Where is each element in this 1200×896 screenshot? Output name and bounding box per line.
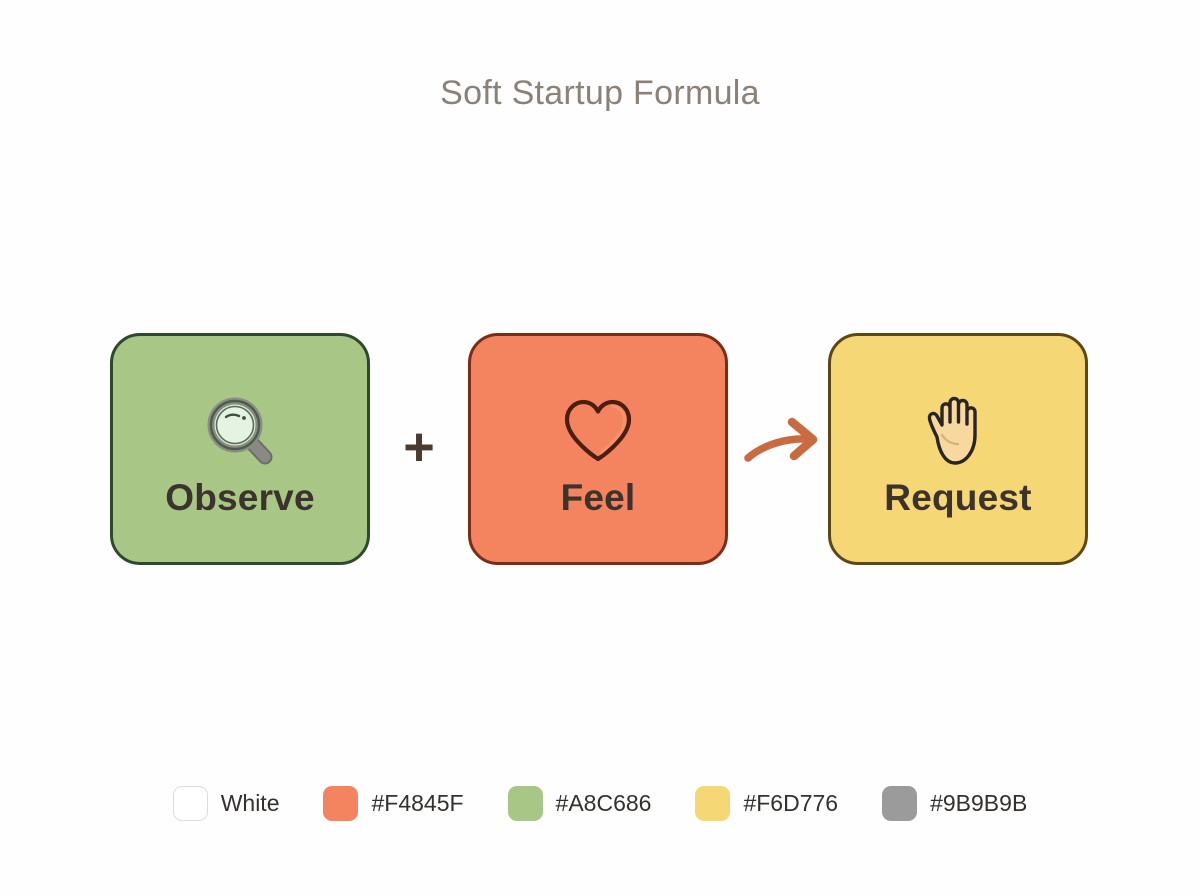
card-request-content: Request: [831, 336, 1085, 562]
legend-item-9b9b9b[interactable]: #9B9B9B: [882, 786, 1027, 821]
legend-item-a8c686[interactable]: #A8C686: [507, 786, 652, 821]
page-title: Soft Startup Formula: [440, 74, 760, 112]
legend-label-f4845f: #F4845F: [371, 790, 464, 816]
legend-label-a8c686: #A8C686: [555, 790, 652, 816]
magnifying-glass-icon: [200, 389, 280, 473]
legend-label-f6d776: #F6D776: [743, 790, 839, 816]
curved-arrow-right-icon: [744, 410, 828, 472]
card-feel-content: Feel: [471, 336, 725, 562]
legend-swatch-white: [172, 786, 208, 821]
legend-label-9b9b9b: #9B9B9B: [930, 790, 1028, 816]
card-observe-label: Observe: [165, 476, 315, 518]
card-feel[interactable]: Feel: [468, 333, 728, 565]
legend-swatch-a8c686: [507, 786, 543, 821]
card-request-label: Request: [884, 476, 1032, 518]
legend-swatch-9b9b9b: [882, 786, 918, 821]
card-observe[interactable]: Observe: [110, 333, 370, 565]
legend-swatch-f4845f: [323, 786, 359, 821]
raised-hand-icon: [922, 389, 994, 473]
color-legend: White #F4845F #A8C686 #F6D776 #9B9B9B: [0, 786, 1200, 821]
plus-connector: +: [403, 417, 435, 477]
card-observe-content: Observe: [113, 336, 367, 562]
legend-item-white[interactable]: White: [172, 786, 280, 821]
legend-item-f6d776[interactable]: #F6D776: [695, 786, 838, 821]
heart-icon: [561, 389, 635, 473]
legend-label-white: White: [220, 790, 280, 816]
legend-item-f4845f[interactable]: #F4845F: [323, 786, 464, 821]
card-feel-label: Feel: [560, 476, 636, 518]
formula-cards-row: Observe Feel: [0, 333, 1200, 569]
card-request[interactable]: Request: [828, 333, 1088, 565]
legend-swatch-f6d776: [695, 786, 731, 821]
